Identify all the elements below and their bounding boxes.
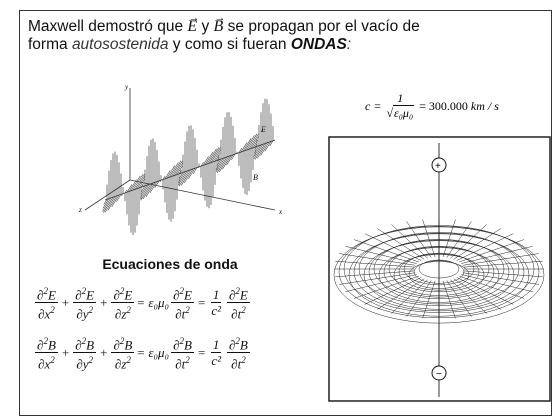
intro-line2-mid: y como si fueran [172, 36, 287, 53]
svg-text:z: z [78, 206, 82, 214]
em-wave-diagram: y z x E B [78, 83, 283, 236]
intro-line1-post: se propagan por el vacío de [227, 18, 420, 35]
wave-equations-title: Ecuaciones de onda [102, 256, 238, 272]
intro-italic: autosostenida [71, 36, 169, 53]
svg-text:+: + [435, 161, 441, 172]
svg-text:−: − [436, 369, 442, 380]
intro-ondas: ONDAS [290, 36, 347, 53]
intro-line1-pre: Maxwell demostró que [28, 18, 184, 35]
intro-conj: y [201, 18, 210, 35]
svg-text:y: y [124, 83, 129, 91]
vector-b: →B [213, 12, 226, 35]
svg-text:B: B [253, 173, 258, 182]
svg-text:x: x [278, 208, 283, 216]
intro-line2-pre: forma [28, 36, 68, 53]
speed-of-light-formula: c = 1 √ε₀μ₀ = 300.000 km / s [365, 91, 499, 120]
cavity-field-diagram: + − [328, 136, 551, 402]
vector-e: →E [187, 12, 200, 35]
intro-text: Maxwell demostró que →E y →B se propagan… [28, 12, 420, 53]
wave-equation-e: ∂2E∂x2 + ∂2E∂y2 + ∂2E∂z2 = ε₀μ₀ ∂2E∂t2 =… [35, 286, 250, 322]
wave-equation-b: ∂2B∂x2 + ∂2B∂y2 + ∂2B∂z2 = ε₀μ₀ ∂2B∂t2 =… [35, 336, 250, 372]
slide-frame [19, 10, 552, 416]
